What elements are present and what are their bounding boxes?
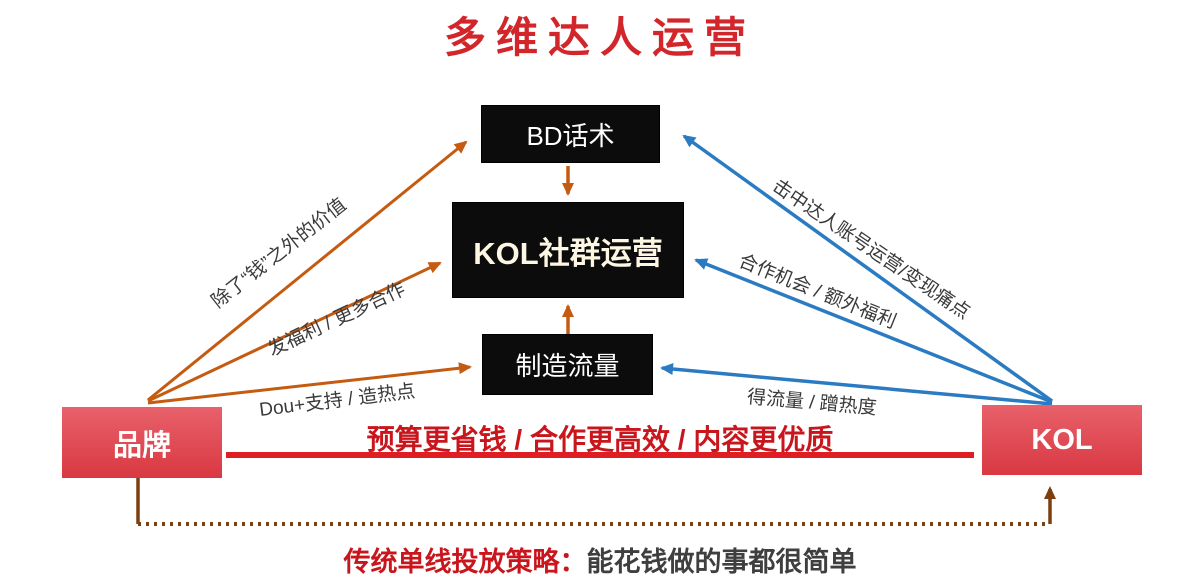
bottom-note-label: 传统单线投放策略： — [343, 547, 587, 577]
node-kol-label: KOL — [1031, 423, 1093, 456]
node-brand-label: 品牌 — [112, 429, 171, 462]
bottom-note: 传统单线投放策略：能花钱做的事都很简单 — [0, 540, 1200, 579]
node-bd-script: BD话术 — [481, 105, 660, 163]
arrow-brand-to-traffic — [147, 362, 472, 405]
bottom-note-text: 能花钱做的事都很简单 — [586, 547, 857, 577]
benefit-banner: 预算更省钱 / 合作更高效 / 内容更优质 — [366, 424, 834, 455]
arrow-brand-to-bd — [147, 140, 468, 402]
node-bd-script-label: BD话术 — [526, 120, 615, 151]
node-brand: 品牌 — [62, 407, 222, 478]
arrow-kol-to-kolops — [694, 258, 1053, 404]
arrow-kol-to-bd — [682, 134, 1054, 403]
node-make-traffic-label: 制造流量 — [515, 351, 620, 381]
node-make-traffic: 制造流量 — [482, 334, 653, 395]
diagram-title: 多维达人运营 — [443, 14, 756, 61]
arrow-kol-to-traffic — [660, 363, 1053, 406]
node-kol: KOL — [982, 405, 1142, 475]
node-kol-community-ops-label: KOL社群运营 — [473, 235, 663, 271]
arrow-brand-to-kolops — [147, 261, 442, 403]
node-kol-community-ops: KOL社群运营 — [452, 202, 684, 298]
